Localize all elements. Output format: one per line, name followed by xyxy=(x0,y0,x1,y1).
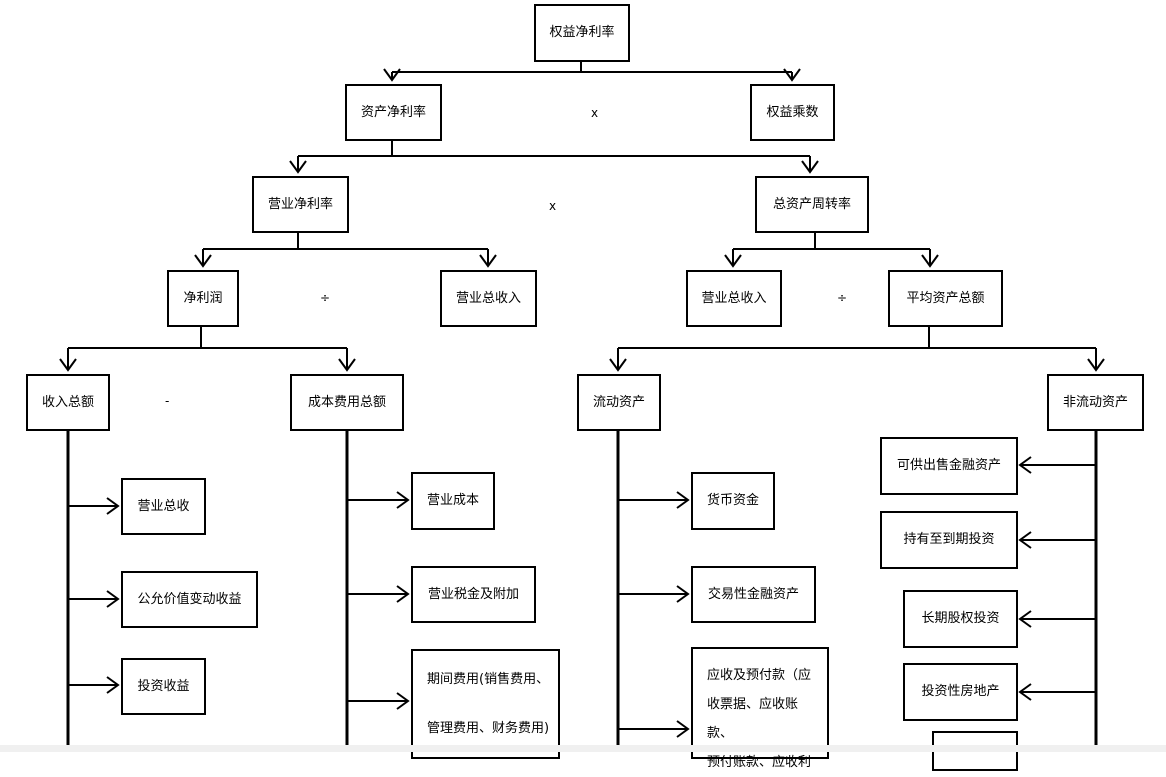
node-net-profit: 净利润 xyxy=(167,270,239,327)
arrow-down xyxy=(194,254,212,268)
connector-net-profit xyxy=(67,327,348,370)
node-op-revenue: 营业总收入 xyxy=(440,270,537,327)
node-investment-income: 投资收益 xyxy=(121,658,206,715)
arrow-right xyxy=(676,585,690,603)
arrow-right xyxy=(396,491,410,509)
node-avg-total-assets: 平均资产总额 xyxy=(888,270,1003,327)
operator-divide: ÷ xyxy=(837,291,848,305)
arrow-left xyxy=(1018,610,1032,628)
arrow-right xyxy=(396,692,410,710)
arrow-left xyxy=(1018,531,1032,549)
node-investment-property: 投资性房地产 xyxy=(903,663,1018,721)
bottom-scroll-edge xyxy=(0,745,1166,752)
arrow-down xyxy=(724,254,742,268)
operator-minus: - xyxy=(165,394,170,408)
arrow-down xyxy=(383,68,401,82)
arrow-right xyxy=(106,590,120,608)
receivables-line: 应收及预付款（应 xyxy=(707,668,812,683)
arrow-down xyxy=(479,254,497,268)
arrow-right xyxy=(106,676,120,694)
arrow-left xyxy=(1018,683,1032,701)
arrow-down xyxy=(289,160,307,174)
period-expense-line: 期间费用(销售费用、 xyxy=(427,672,550,687)
arrow-right xyxy=(676,720,690,738)
arrow-down xyxy=(783,68,801,82)
node-receivables: 应收及预付款（应 收票据、应收账款、 预付账款、应收利 xyxy=(691,647,829,770)
node-roe: 权益净利率 xyxy=(534,4,630,62)
node-cash: 货币资金 xyxy=(691,472,775,530)
node-op-net-margin: 营业净利率 xyxy=(252,176,349,233)
connector-op-net-margin xyxy=(202,233,489,266)
arrow-down xyxy=(1087,358,1105,372)
node-lt-equity-investment: 长期股权投资 xyxy=(903,590,1018,648)
arrow-down xyxy=(801,160,819,174)
node-period-expense: 期间费用(销售费用、 管理费用、财务费用) xyxy=(411,649,560,759)
node-equity-multiplier: 权益乘数 xyxy=(750,84,835,141)
operator-multiply: x xyxy=(549,199,557,213)
receivables-line: 预付账款、应收利 xyxy=(707,755,812,770)
arrow-right xyxy=(106,497,120,515)
node-total-cost: 成本费用总额 xyxy=(290,374,404,431)
operator-multiply: x xyxy=(591,106,599,120)
arrow-down xyxy=(59,358,77,372)
connector-turnover xyxy=(732,233,931,266)
dupont-diagram: 权益净利率 资产净利率 x 权益乘数 营业净利率 x 总资产周转率 净利润 ÷ … xyxy=(0,4,1166,771)
connector-roa xyxy=(297,141,811,172)
node-current-assets: 流动资产 xyxy=(577,374,661,431)
node-noncurrent-assets: 非流动资产 xyxy=(1047,374,1144,431)
node-roa: 资产净利率 xyxy=(345,84,442,141)
node-fair-value-gain: 公允价值变动收益 xyxy=(121,571,258,628)
arrow-right xyxy=(676,491,690,509)
node-afs-fin-assets: 可供出售金融资产 xyxy=(880,437,1018,495)
node-trading-fin-assets: 交易性金融资产 xyxy=(691,566,816,623)
arrow-down xyxy=(921,254,939,268)
connector-lines xyxy=(59,62,1105,752)
arrow-down xyxy=(609,358,627,372)
node-op-total-income: 营业总收 xyxy=(121,478,206,535)
connector-avg-assets xyxy=(617,327,1097,370)
node-op-tax: 营业税金及附加 xyxy=(411,566,536,623)
arrow-down xyxy=(338,358,356,372)
receivables-line: 收票据、应收账款、 xyxy=(707,697,799,741)
node-op-revenue: 营业总收入 xyxy=(686,270,782,327)
operator-divide: ÷ xyxy=(320,291,331,305)
node-total-income: 收入总额 xyxy=(26,374,110,431)
node-op-cost: 营业成本 xyxy=(411,472,495,530)
arrow-right xyxy=(396,585,410,603)
node-htm-investment: 持有至到期投资 xyxy=(880,511,1018,569)
node-total-asset-turnover: 总资产周转率 xyxy=(755,176,869,233)
period-expense-line: 管理费用、财务费用) xyxy=(427,721,550,736)
connector-roe xyxy=(391,62,793,80)
arrow-left xyxy=(1018,456,1032,474)
